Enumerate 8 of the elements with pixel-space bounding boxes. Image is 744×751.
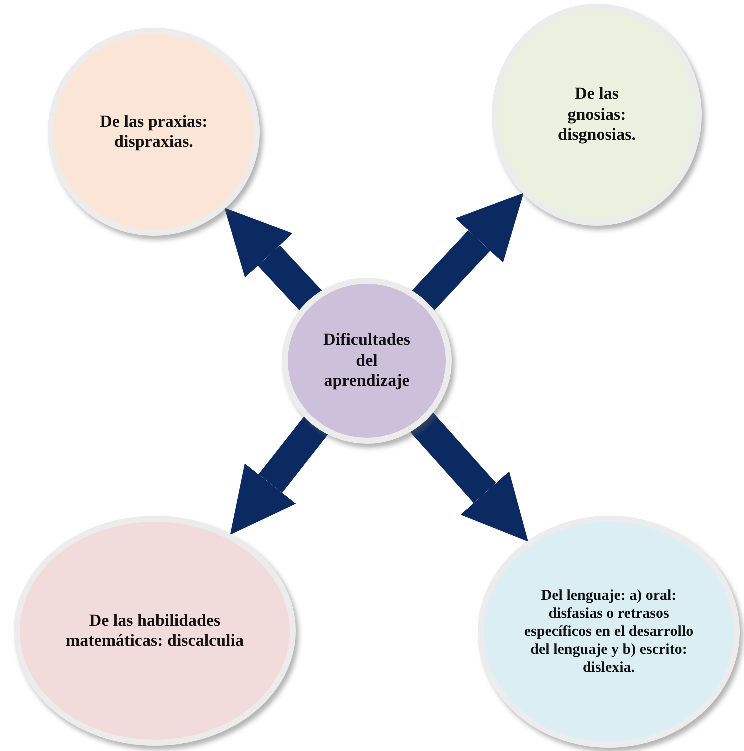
block-arrow — [224, 208, 324, 313]
topic-text: De las praxias: dispraxias. — [100, 112, 208, 152]
topic-text: De las habilidades matemáticas: discalculia — [65, 610, 245, 652]
block-arrow — [409, 410, 528, 542]
block-arrow — [410, 193, 524, 313]
topic-text: De las gnosias: disgnosias. — [557, 84, 637, 146]
topic-text: Del lenguaje: a) oral: disfasias o retrasos específicos en el desarrollo del lenguaje y b) escrito: dislexia. — [523, 587, 695, 677]
topic-text: Dificultades del aprendizaje — [322, 330, 412, 392]
